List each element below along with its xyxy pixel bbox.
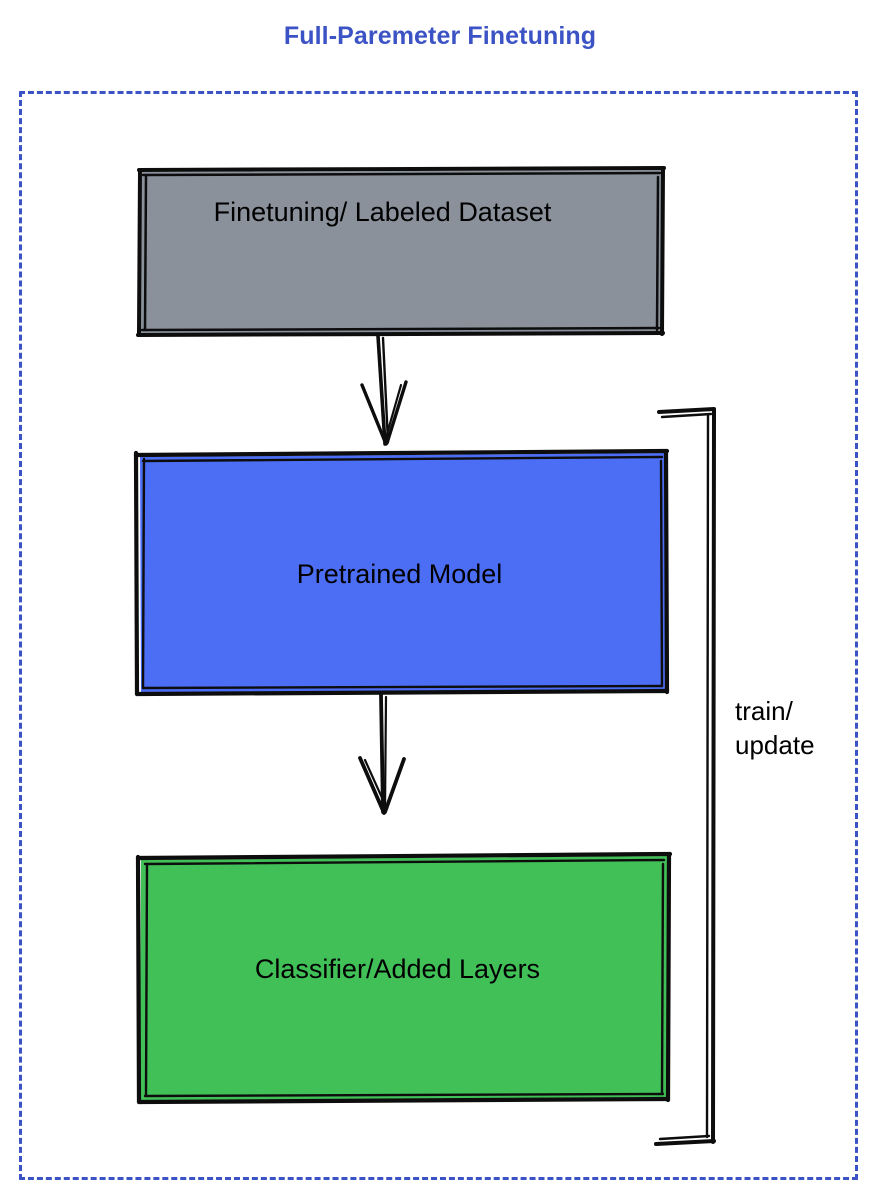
edge-label-train-update: train/ update: [735, 696, 815, 761]
arrow-dataset-to-pretrained: [360, 334, 408, 446]
feedback-bracket: [654, 407, 716, 1146]
arrow-pretrained-to-classifier: [358, 693, 406, 815]
dashed-container-frame: [19, 91, 858, 1180]
node-dataset-label: Finetuning/ Labeled Dataset: [213, 197, 552, 228]
node-classifier[interactable]: Classifier/Added Layers: [137, 854, 668, 1101]
node-classifier-label: Classifier/Added Layers: [254, 953, 541, 984]
node-pretrained-shape: [133, 448, 670, 697]
node-pretrained[interactable]: Pretrained Model: [135, 450, 666, 693]
node-dataset-shape: [136, 166, 666, 337]
page-title: Full-Paremeter Finetuning: [283, 22, 597, 50]
node-pretrained-label: Pretrained Model: [296, 558, 503, 589]
node-dataset[interactable]: Finetuning/ Labeled Dataset: [137, 167, 664, 335]
node-classifier-shape: [135, 851, 673, 1105]
